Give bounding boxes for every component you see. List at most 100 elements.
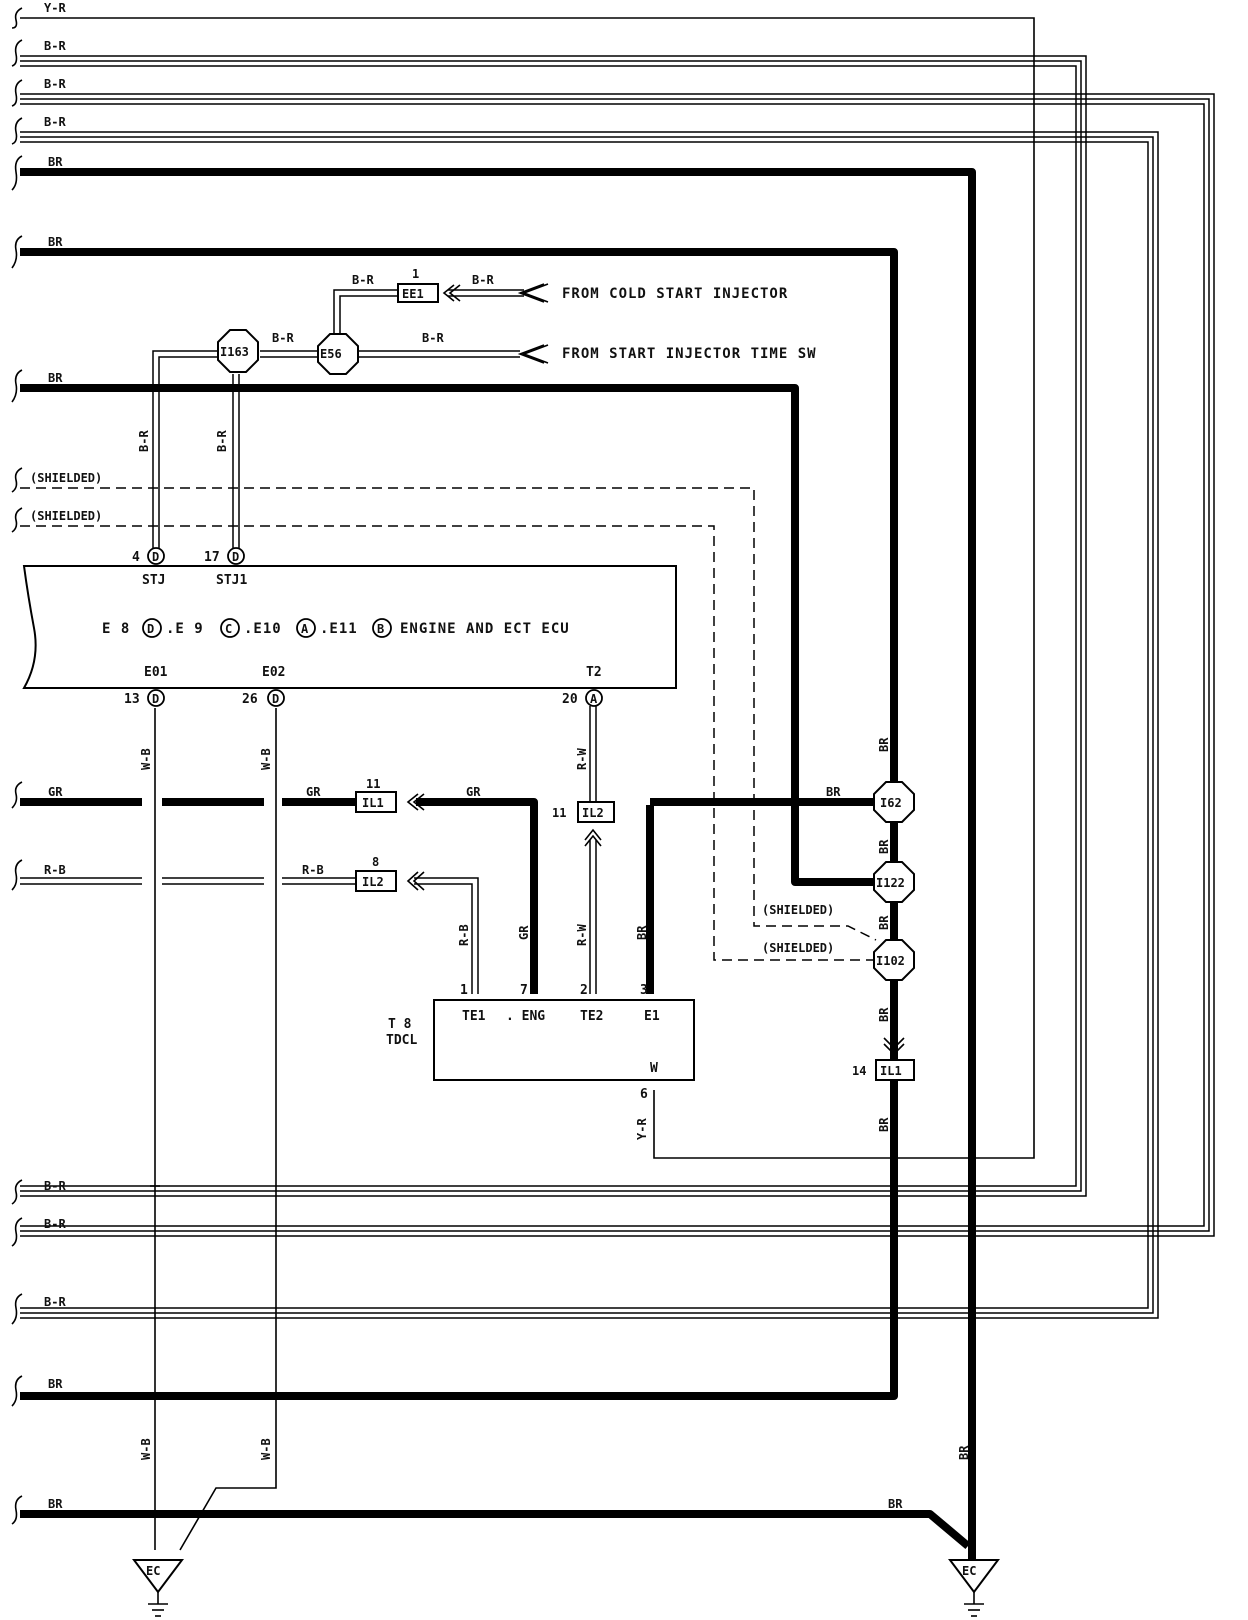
wire-label: B-R [44, 115, 66, 129]
pin-conn: A [590, 692, 598, 706]
conn-il2-rw: IL2 [582, 806, 604, 820]
tdcl-name: TDCL [386, 1033, 417, 1048]
splice-i62: I62 [880, 796, 902, 810]
tdcl-pin-num: 7 [520, 983, 528, 998]
wire-r-b [20, 877, 479, 994]
ground-ec: EC [962, 1564, 976, 1578]
splice-i163: I163 [220, 345, 249, 359]
ecu-title: E 8 D .E 9 C .E10 A .E11 B ENGINE AND EC… [102, 621, 570, 637]
connector-boxes: EE1 1 IL1 11 IL2 8 IL2 11 IL1 14 [355, 267, 915, 1081]
wire-label: GR [517, 925, 531, 940]
wire-label: GR [466, 785, 481, 799]
ecu-name: ENGINE AND ECT ECU [400, 621, 570, 637]
tdcl-id: T 8 [388, 1017, 412, 1032]
pin-num: 17 [204, 550, 220, 565]
ecu-pins: 4 D STJ 17 D STJ1 E01 13 D E02 26 D T2 2… [124, 550, 602, 707]
wire-label: (SHIELDED) [30, 509, 102, 523]
pin-conn: D [272, 692, 279, 706]
wire-label: BR [888, 1497, 903, 1511]
splice-octagons: I163 E56 I62 I122 I102 [217, 329, 915, 981]
wire-b-r-3 [20, 131, 1159, 1319]
pin-num: 26 [242, 692, 258, 707]
ecu-conn-b: B [377, 622, 384, 636]
tdcl-pin-eng: . ENG [506, 1009, 545, 1024]
wire-label: Y-R [635, 1118, 649, 1140]
pin-conn: D [232, 550, 239, 564]
wire-b-r-2 [20, 93, 1215, 1237]
wire-label: BR [877, 839, 891, 854]
left-wire-labels: Y-R B-R B-R B-R BR BR BR (SHIELDED) (SHI… [30, 1, 102, 1511]
conn-il2-pin: 8 [372, 855, 379, 869]
wire-label: BR [48, 1497, 63, 1511]
wire-label: W-B [259, 748, 273, 770]
wire-label: BR [48, 371, 63, 385]
ground-left: EC [132, 1559, 184, 1617]
splice-i122: I122 [876, 876, 905, 890]
wire-label: W-B [259, 1438, 273, 1460]
ground-right: EC [948, 1559, 1000, 1617]
ecu-e11: .E11 [320, 621, 358, 637]
ecu-pin-circles [142, 547, 603, 707]
wire-label: BR [877, 1117, 891, 1132]
wire-w-b [154, 708, 277, 1551]
ecu-e9: .E 9 [166, 621, 204, 637]
pin-conn: D [152, 550, 159, 564]
wire-label: R-B [302, 863, 324, 877]
wire-label: R-W [575, 924, 589, 946]
wire-label: GR [48, 785, 63, 799]
wire-label: BR [957, 1445, 971, 1460]
harness-labels: B-R B-R B-R B-R FROM COLD START INJECTOR… [137, 273, 971, 1511]
connector-arrows [406, 793, 905, 1056]
wire-label: BR [877, 737, 891, 752]
pin-conn: D [152, 692, 159, 706]
wire-label: BR [877, 1007, 891, 1022]
pin-name-t2: T2 [586, 665, 602, 680]
wire-label: Y-R [44, 1, 66, 15]
ecu-conn-a: A [301, 622, 309, 636]
wire-y-r-loop [20, 17, 1035, 1159]
conn-il2-rw-pin: 11 [552, 806, 566, 820]
tdcl-w-num: 6 [640, 1087, 648, 1102]
harness-arrows [442, 283, 549, 364]
ecu-conn-d: D [147, 622, 154, 636]
splice-i102: I102 [876, 954, 905, 968]
tdcl-pin-num: 2 [580, 983, 588, 998]
pin-name-e02: E02 [262, 665, 285, 680]
conn-il2: IL2 [362, 875, 384, 889]
wire-label: BR [48, 235, 63, 249]
wire-label: B-R [44, 1217, 66, 1231]
wire-upper-harness [152, 289, 524, 552]
conn-il1-pin: 11 [366, 777, 380, 791]
ecu-e10: .E10 [244, 621, 282, 637]
shield-label: (SHIELDED) [762, 903, 834, 917]
wire-r-w [589, 706, 597, 994]
tdcl-pin-te2: TE2 [580, 1009, 603, 1024]
ecu-e8: E 8 [102, 621, 130, 637]
wire-label: B-R [44, 77, 66, 91]
wire-label: GR [306, 785, 321, 799]
wire-label: (SHIELDED) [30, 471, 102, 485]
wire-b-r-1 [20, 55, 1087, 1197]
tdcl-box: T 8 TDCL TE1 . ENG TE2 E1 W 1 7 2 3 6 [386, 983, 695, 1102]
wire-br-thick [20, 168, 976, 1560]
wire-label: BR [877, 915, 891, 930]
conn-il1-br-pin: 14 [852, 1064, 866, 1078]
wire-label: R-W [575, 748, 589, 770]
ground-ec: EC [146, 1564, 160, 1578]
tdcl-pin-te1: TE1 [462, 1009, 486, 1024]
wire-label: B-R [137, 430, 151, 452]
wire-shielded [20, 487, 880, 961]
conn-il1: IL1 [362, 796, 384, 810]
pin-num: 20 [562, 692, 578, 707]
wire-label: BR [48, 155, 63, 169]
ecu-box [22, 565, 677, 689]
tdcl-pin-e1: E1 [644, 1009, 660, 1024]
pin-name-e01: E01 [144, 665, 168, 680]
wire-label: B-R [44, 39, 66, 53]
tdcl-pin-num: 1 [460, 983, 468, 998]
wire-label: B-R [44, 1179, 66, 1193]
from-cold-start: FROM COLD START INJECTOR [562, 286, 788, 302]
wire-label: B-R [422, 331, 444, 345]
wire-label: B-R [272, 331, 294, 345]
